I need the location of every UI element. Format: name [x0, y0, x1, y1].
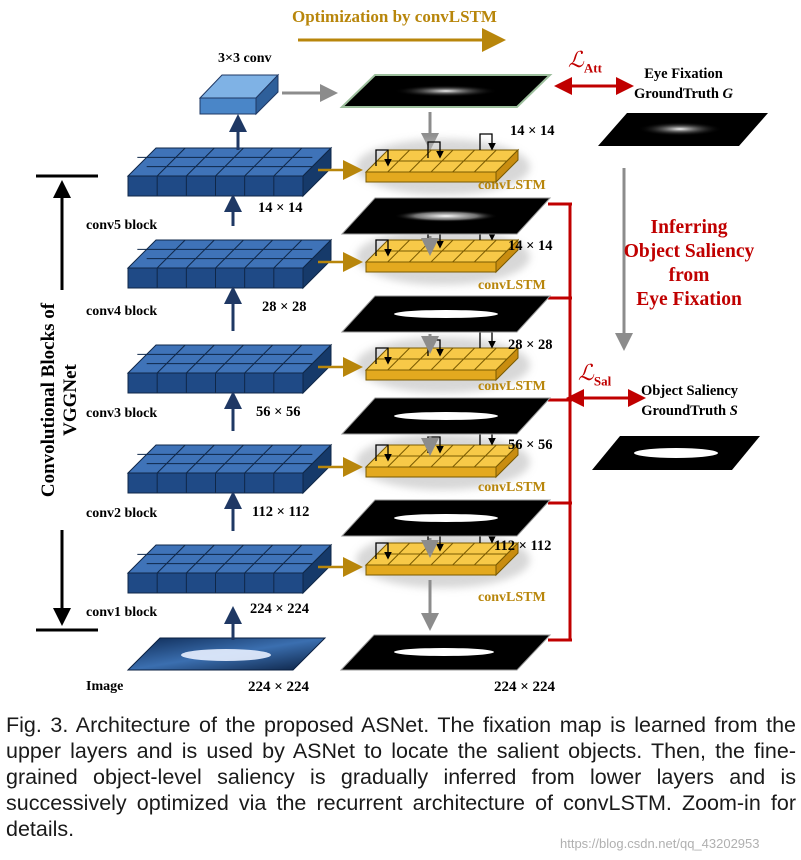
block-label-4: conv4 block — [86, 304, 158, 319]
eye-fixation-line1: Eye Fixation — [644, 66, 723, 82]
lstm-size-5: 14 × 14 — [510, 123, 555, 139]
object-saliency-label: Object Saliency GroundTruth S — [641, 381, 738, 421]
architecture-diagram — [36, 28, 768, 671]
convlstm-cells — [356, 133, 530, 588]
convlstm-label-3: convLSTM — [478, 379, 546, 394]
saliency-map-2 — [340, 499, 552, 537]
vgg-side-label: Convolutional Blocks of VGGNet — [38, 302, 81, 498]
vgg-block-4 — [126, 238, 333, 290]
block-size-5: 14 × 14 — [258, 200, 303, 216]
recurrent-arrow — [375, 542, 392, 560]
vgg-block-3 — [126, 343, 333, 395]
block-size-2: 112 × 112 — [252, 504, 310, 520]
lstm-size-2: 56 × 56 — [508, 437, 553, 453]
input-image — [126, 637, 327, 671]
conv3x3-label: 3×3 conv — [218, 51, 272, 66]
recurrent-arrow — [479, 133, 496, 151]
vgg-block-1 — [126, 543, 333, 595]
convlstm-cell-2 — [356, 428, 530, 490]
inferring-text: Inferring Object Saliency from Eye Fixat… — [623, 217, 755, 310]
lstm-size-1: 112 × 112 — [494, 538, 552, 554]
eye-fixation-label: Eye Fixation GroundTruth G — [634, 64, 733, 104]
convlstm-label-4: convLSTM — [478, 278, 546, 293]
object-saliency-line2: GroundTruth S — [641, 403, 738, 419]
loss-att-subscript: Att — [583, 60, 602, 76]
block-label-5: conv5 block — [86, 218, 158, 233]
output-size-label: 224 × 224 — [494, 679, 556, 695]
recurrent-arrow — [375, 347, 392, 365]
block-size-1: 224 × 224 — [250, 601, 310, 617]
object-saliency-groundtruth-image — [592, 436, 760, 470]
final-saliency-map — [339, 634, 552, 671]
block-label-2: conv2 block — [86, 506, 158, 521]
lstm-size-3: 28 × 28 — [508, 337, 553, 353]
recurrent-arrow — [375, 239, 392, 257]
object-saliency-var: S — [729, 403, 738, 419]
loss-sal-subscript: Sal — [593, 373, 612, 389]
image-size-label: 224 × 224 — [248, 679, 310, 695]
saliency-map-5 — [340, 197, 552, 235]
connection-arrows — [224, 114, 439, 631]
figure-caption: Fig. 3. Architecture of the proposed ASN… — [6, 713, 796, 841]
convlstm-label-1: convLSTM — [478, 590, 546, 605]
vgg-blocks — [126, 146, 333, 595]
loss-sal-symbol: ℒ — [578, 360, 594, 385]
loss-sal-label: ℒSal — [578, 360, 612, 389]
lstm-size-4: 14 × 14 — [508, 238, 553, 254]
convlstm-cell-5 — [356, 133, 530, 195]
vgg-block-5 — [126, 146, 333, 198]
recurrent-arrow — [375, 444, 392, 462]
convlstm-cell-4 — [356, 223, 530, 285]
eye-fixation-line2: GroundTruth G — [634, 86, 733, 102]
convlstm-label-5: convLSTM — [478, 178, 546, 193]
saliency-map-4 — [340, 295, 552, 333]
block-size-3: 56 × 56 — [256, 404, 301, 420]
object-saliency-line1: Object Saliency — [641, 383, 739, 399]
convlstm-label-2: convLSTM — [478, 480, 546, 495]
saliency-map-3 — [340, 397, 552, 435]
convlstm-cell-1 — [356, 526, 530, 588]
image-label: Image — [86, 679, 124, 694]
block-size-4: 28 × 28 — [262, 299, 307, 315]
watermark: https://blog.csdn.net/qq_43202953 — [560, 836, 760, 851]
loss-att-label: ℒAtt — [568, 47, 602, 76]
block-label-3: conv3 block — [86, 406, 158, 421]
saliency-maps — [340, 197, 552, 537]
block-label-1: conv1 block — [86, 605, 158, 620]
eye-fixation-groundtruth-image — [598, 113, 768, 146]
red-bracket — [548, 202, 572, 642]
fixation-map-output — [339, 74, 553, 108]
convlstm-cell-3 — [356, 331, 530, 393]
recurrent-arrow — [375, 149, 392, 167]
conv3x3-box — [198, 73, 280, 116]
diagram-title: Optimization by convLSTM — [292, 7, 497, 26]
loss-att-symbol: ℒ — [568, 47, 584, 72]
recurrent-arrow — [427, 141, 444, 159]
eye-fixation-var: G — [722, 86, 733, 102]
vgg-block-2 — [126, 443, 333, 495]
